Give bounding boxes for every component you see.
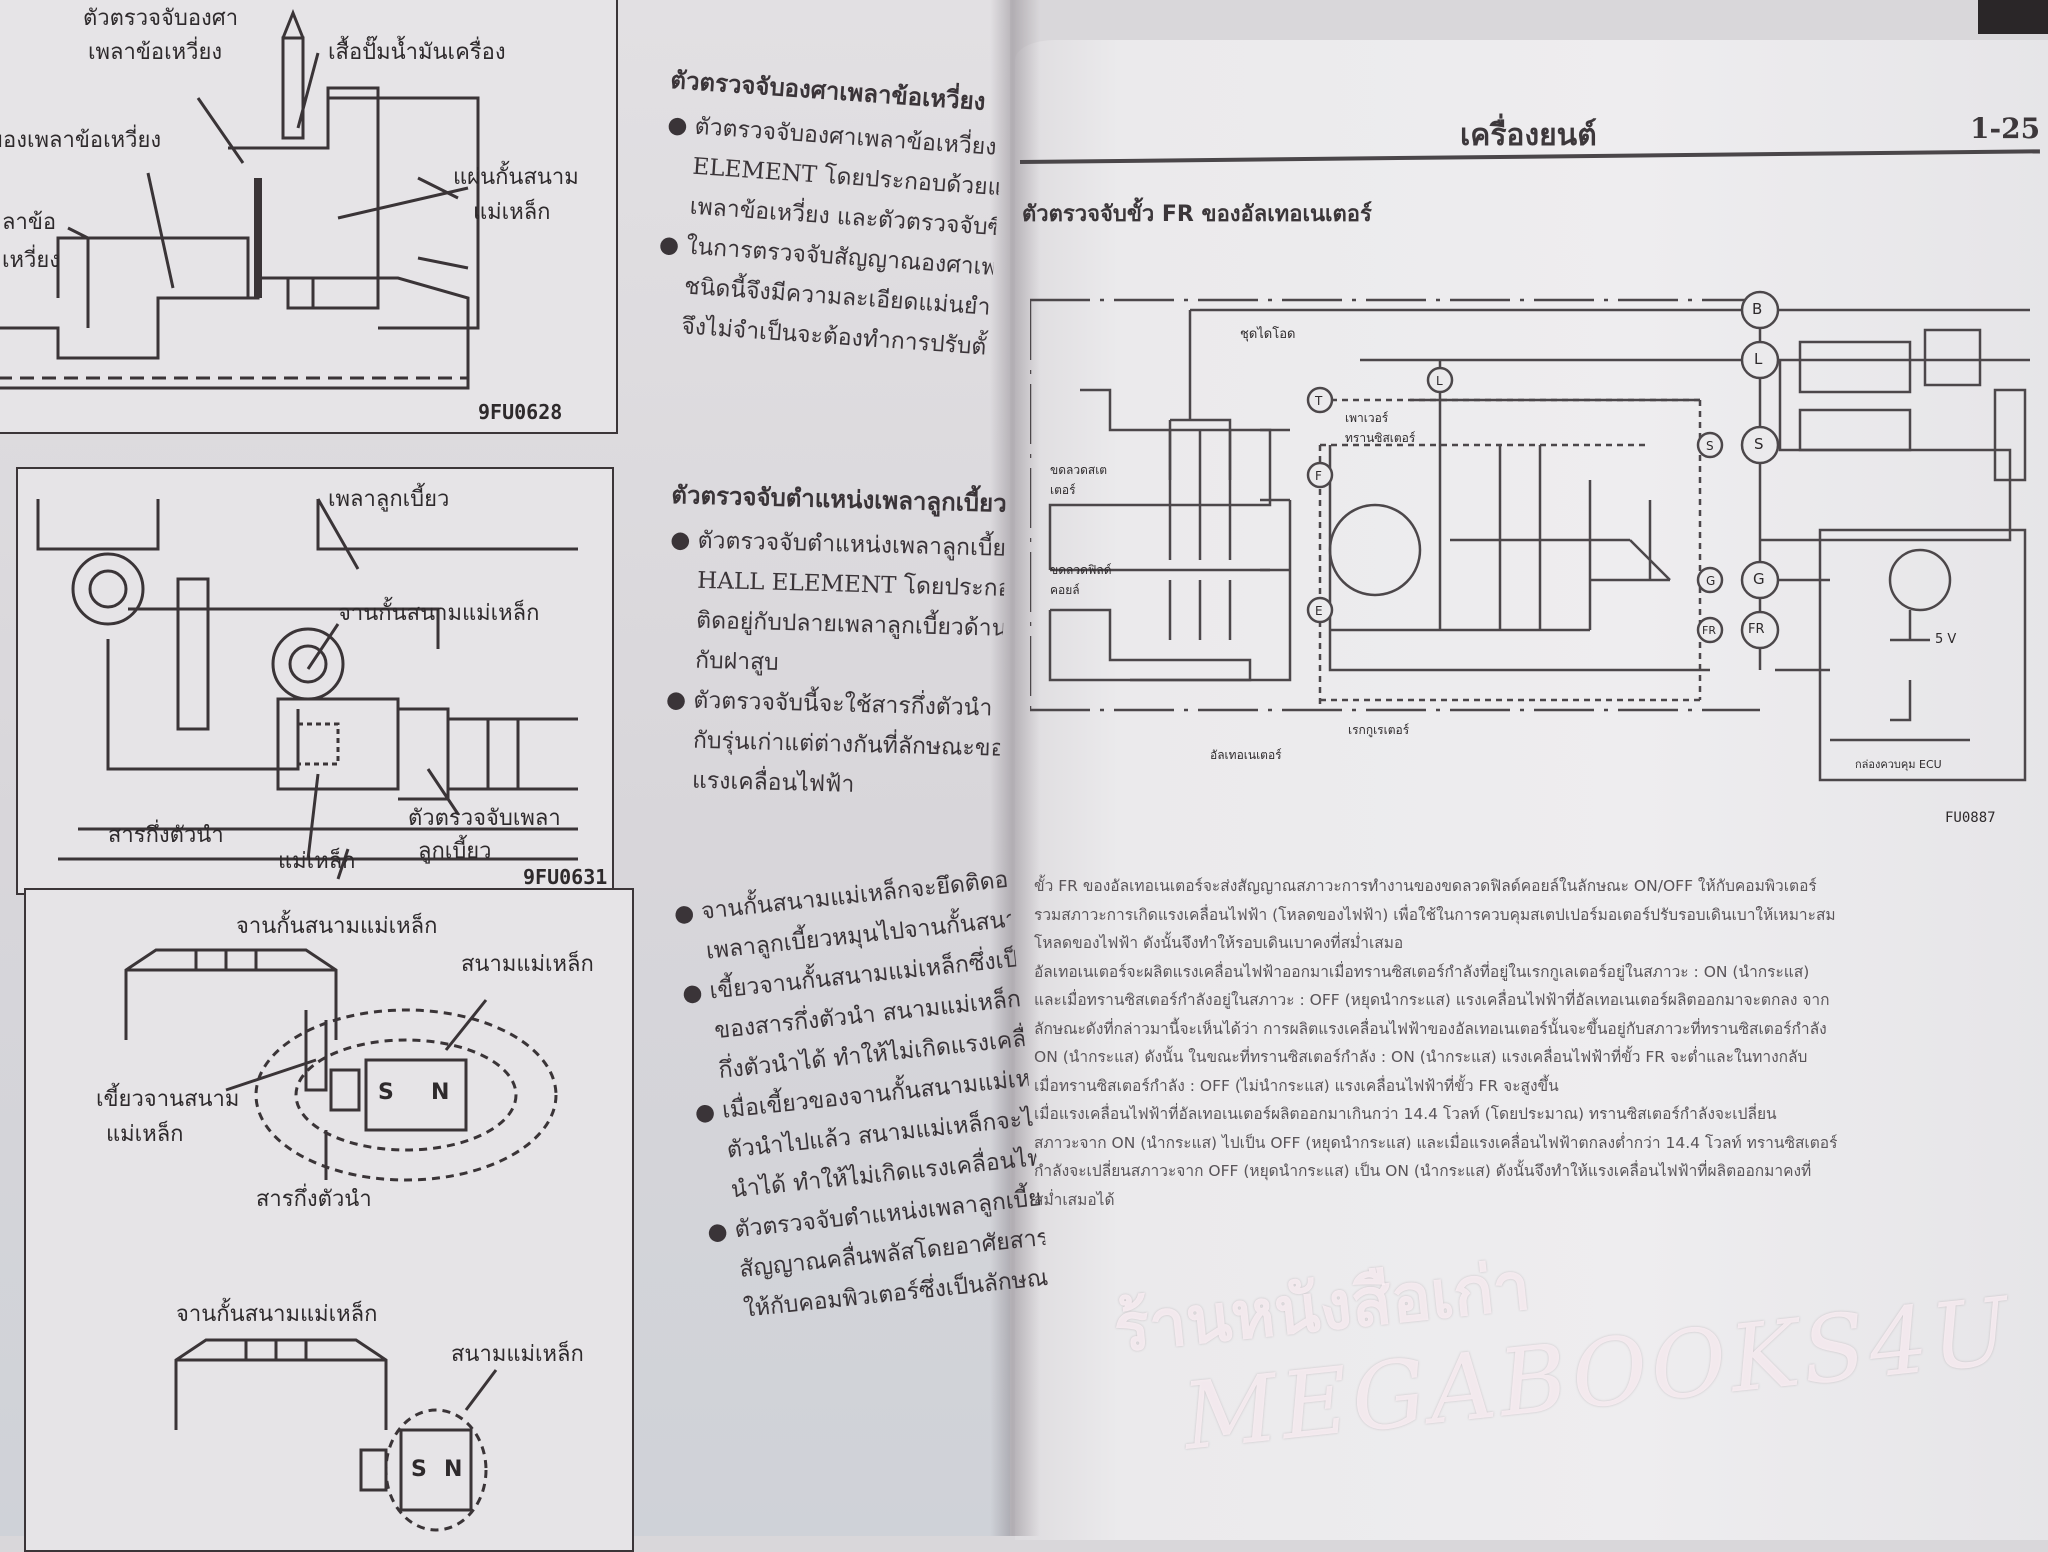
figure1-label: ตัวตรวจจับองศา bbox=[83, 6, 239, 31]
internal-terminal-fr: FR bbox=[1702, 624, 1716, 637]
paragraph-line: ลักษณะดังที่กล่าวมานี้จะเห็นได้ว่า การผล… bbox=[1034, 1019, 1827, 1038]
internal-terminal-e: E bbox=[1315, 604, 1323, 618]
figure-crankshaft-sensor: ตัวตรวจจับองศา เพลาข้อเหวี่ยง เสื้อปั๊มน… bbox=[0, 0, 618, 434]
figure2-label: ลูกเบี้ยว bbox=[418, 839, 492, 864]
figure1-label: ของเพลาข้อเหวี่ยง bbox=[0, 128, 162, 153]
voltage-label: 5 V bbox=[1935, 632, 1957, 647]
figure-camshaft-sensor: เพลาลูกเบี้ยว จานกั้นสนามแม่เหล็ก ตัวตรว… bbox=[16, 467, 614, 895]
internal-terminal-t: T bbox=[1315, 394, 1323, 408]
figure1-label: เหวี่ยง bbox=[2, 248, 61, 273]
text-section-camshaft: ตัวตรวจจับตำแหน่งเพลาลูกเบี้ยว ● ตัวตรวจ… bbox=[663, 475, 1007, 809]
paragraph-line: เมื่อทรานซิสเตอร์กำลัง : OFF (ไม่นำกระแส… bbox=[1034, 1076, 1559, 1095]
magnet-s-label: S bbox=[411, 1457, 427, 1482]
section-heading: ตัวตรวจจับตำแหน่งเพลาลูกเบี้ยว bbox=[671, 479, 1007, 518]
internal-terminal-f: F bbox=[1315, 469, 1322, 483]
paragraph-line: สม่ำเสมอได้ bbox=[1034, 1190, 1115, 1209]
internal-terminal-s: S bbox=[1706, 439, 1714, 453]
figure2-label: เพลาลูกเบี้ยว bbox=[328, 487, 450, 512]
text-section-shield: ● จานกั้นสนามแม่เหล็กจะยึดติดอยู่กับเพลา… bbox=[672, 860, 1051, 1333]
figure1-code: 9FU0628 bbox=[478, 400, 563, 424]
magnet-s-label: S bbox=[378, 1080, 394, 1105]
figure3-label: สารกึ่งตัวนำ bbox=[256, 1187, 372, 1212]
alternator-circuit-diagram: B L S G FR T F E L S G FR ชุดไดโอด ขดลวด… bbox=[1028, 280, 2030, 800]
stator-coil-label: ขดลวดสเตเตอร์ bbox=[1050, 463, 1108, 497]
paragraph-line: ON (นำกระแส) ดังนั้น ในขณะที่ทรานซิสเตอร… bbox=[1034, 1048, 1808, 1066]
paragraph-line: ขั้ว FR ของอัลเทอเนเตอร์จะส่งสัญญาณสภาวะ… bbox=[1034, 877, 1817, 895]
figure1-label: เพลาข้อเหวี่ยง bbox=[88, 40, 223, 65]
terminal-l: L bbox=[1754, 350, 1763, 368]
right-page bbox=[1015, 40, 2048, 1540]
paragraph-line: โหลดของไฟฟ้า ดังนั้นจึงทำให้รอบเดินเบาคง… bbox=[1034, 934, 1404, 952]
figure1-label: เสื้อปั๊มน้ำมันเครื่อง bbox=[328, 40, 506, 65]
magnet-n-label: N bbox=[431, 1080, 450, 1105]
diode-set-label: ชุดไดโอด bbox=[1240, 327, 1296, 342]
page-number: 1-25 bbox=[1970, 112, 2041, 145]
crankshaft-sensor-drawing bbox=[0, 8, 480, 390]
paragraph-line: และเมื่อทรานซิสเตอร์กำลังอยู่ในสภาวะ : O… bbox=[1034, 991, 1830, 1009]
figure2-label: สารกึ่งตัวนำ bbox=[108, 823, 224, 848]
camshaft-sensor-drawing bbox=[36, 498, 578, 880]
paragraph-line: เมื่อแรงเคลื่อนไฟฟ้าที่อัลเทอเนเตอร์ผลิต… bbox=[1034, 1105, 1777, 1123]
figure3-label: จานกั้นสนามแม่เหล็ก bbox=[236, 914, 438, 939]
internal-terminal-g: G bbox=[1706, 574, 1716, 588]
alternator-label: อัลเทอเนเตอร์ bbox=[1210, 748, 1282, 762]
figure3-label: สนามแม่เหล็ก bbox=[461, 952, 594, 977]
figure3-label: แม่เหล็ก bbox=[106, 1122, 184, 1147]
figure1-label: แม่เหล็ก bbox=[473, 200, 551, 225]
figure2-code: 9FU0631 bbox=[523, 865, 608, 889]
chapter-title: เครื่องยนต์ bbox=[1460, 118, 1597, 153]
figure1-label: ลาข้อ bbox=[2, 210, 57, 235]
paragraph-line: กำลังจะเปลี่ยนสภาวะจาก OFF (หยุดนำกระแส)… bbox=[1034, 1162, 1812, 1180]
field-coil-label: ขดลวดฟิลด์คอยล์ bbox=[1050, 563, 1112, 597]
figure2-label: ตัวตรวจจับเพลา bbox=[408, 806, 561, 831]
figure2-label: จานกั้นสนามแม่เหล็ก bbox=[338, 601, 540, 626]
regulator-label: เรกกูเรเตอร์ bbox=[1348, 723, 1410, 737]
ecu-box-label: กล่องควบคุม ECU bbox=[1855, 758, 1942, 771]
paragraph-line: อัลเทอเนเตอร์จะผลิตแรงเคลื่อนไฟฟ้าออกมาเ… bbox=[1034, 962, 1810, 981]
terminal-s: S bbox=[1754, 435, 1764, 453]
text-section-crankshaft: ตัวตรวจจับองศาเพลาข้อเหวี่ยง ● ตัวตรวจจั… bbox=[652, 60, 1006, 368]
terminal-b: B bbox=[1752, 300, 1763, 318]
diagram-code: FU0887 bbox=[1945, 810, 1996, 826]
background-corner bbox=[1978, 0, 2048, 34]
book-spine-shadow bbox=[990, 0, 1040, 1536]
figure3-label: สนามแม่เหล็ก bbox=[451, 1342, 584, 1367]
internal-terminal-l: L bbox=[1436, 374, 1443, 388]
paragraph-line: รวมสภาวะการเกิดแรงเคลื่อนไฟฟ้า (โหลดของไ… bbox=[1034, 905, 1836, 924]
section-subtitle: ตัวตรวจจับขั้ว FR ของอัลเทอเนเตอร์ bbox=[1022, 202, 1372, 227]
figure2-label: แม่เหล็ก bbox=[278, 849, 356, 874]
figure1-label: แผ่นกั้นสนาม bbox=[453, 165, 579, 190]
circuit-wiring bbox=[1028, 290, 2030, 782]
terminal-fr: FR bbox=[1748, 622, 1765, 637]
magnetic-shield-drawing bbox=[124, 948, 558, 1532]
figure3-label: จานกั้นสนามแม่เหล็ก bbox=[176, 1302, 378, 1327]
paragraph-line: สภาวะจาก ON (นำกระแส) ไปเป็น OFF (หยุดนำ… bbox=[1034, 1133, 1838, 1152]
fr-terminal-description: ขั้ว FR ของอัลเทอเนเตอร์จะส่งสัญญาณสภาวะ… bbox=[1034, 872, 2024, 1214]
figure-magnetic-shield: จานกั้นสนามแม่เหล็ก สนามแม่เหล็ก เขี้ยวจ… bbox=[24, 888, 634, 1552]
figure3-label: เขี้ยวจานสนาม bbox=[96, 1087, 240, 1112]
terminal-g: G bbox=[1753, 570, 1765, 588]
magnet-n-label: N bbox=[444, 1457, 463, 1482]
power-transistor-label: เพาเวอร์ทรานซิสเตอร์ bbox=[1345, 411, 1416, 445]
